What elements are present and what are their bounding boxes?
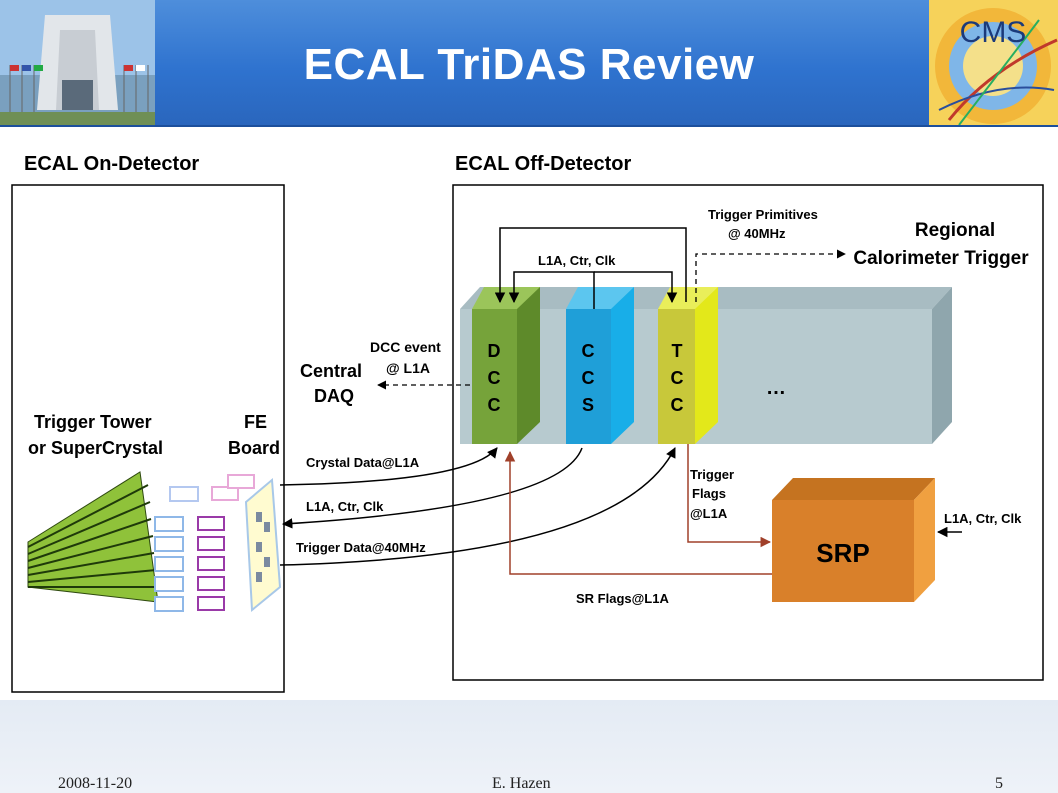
trigger-primitives-line2: @ 40MHz	[728, 226, 786, 241]
central-daq-line2: DAQ	[314, 386, 354, 406]
dcc-letter-3: C	[488, 395, 501, 415]
fe-control-label: L1A, Ctr, Clk	[306, 499, 384, 514]
srp-label: SRP	[816, 538, 869, 568]
trigger-data-label: Trigger Data@40MHz	[296, 540, 426, 555]
ccs-letter-2: C	[582, 368, 595, 388]
fe-control-arrow	[281, 447, 583, 529]
on-detector-box	[11, 184, 285, 693]
srp-box: SRP	[772, 478, 935, 602]
fe-board-line2: Board	[228, 438, 280, 458]
cms-logo: CMS	[929, 0, 1058, 125]
off-detector-label: ECAL Off-Detector	[455, 153, 632, 175]
slide-title: ECAL TriDAS Review	[303, 40, 755, 89]
svg-text:CMS: CMS	[960, 16, 1027, 49]
dcc-event-line1: DCC event	[370, 339, 441, 355]
building-photo	[0, 0, 155, 125]
trigger-primitives-arrow	[695, 249, 846, 302]
tcc-letter-3: C	[671, 395, 684, 415]
crate-side	[932, 287, 952, 444]
diagram-area: ECAL On-Detector ECAL Off-Detector D C C…	[0, 125, 1058, 702]
trigger-tower-graphic	[27, 471, 282, 613]
dcc-letter-2: C	[488, 368, 501, 388]
trigger-primitives-line1: Trigger Primitives	[708, 207, 818, 222]
dcc-module: D C C	[472, 287, 540, 444]
crystal-data-label: Crystal Data@L1A	[306, 455, 420, 470]
trigger-flags-line1: Trigger	[690, 467, 734, 482]
footer-page-number: 5	[995, 775, 1003, 792]
sr-flags-label: SR Flags@L1A	[576, 591, 669, 606]
crate-bus-lines	[494, 227, 687, 309]
sr-flags-arrow	[504, 450, 772, 575]
trigger-tower-line1: Trigger Tower	[34, 412, 152, 432]
footer-band	[0, 700, 1058, 793]
ccs-letter-3: S	[582, 395, 594, 415]
footer-author: E. Hazen	[492, 775, 551, 792]
slide-header	[0, 0, 1058, 125]
dcc-letter-1: D	[488, 341, 501, 361]
fe-board-line1: FE	[244, 412, 267, 432]
tcc-letter-2: C	[671, 368, 684, 388]
tcc-letter-1: T	[672, 341, 683, 361]
fe-links	[279, 447, 676, 566]
trigger-flags-line2: Flags	[692, 486, 726, 501]
tcc-module: T C C	[658, 287, 718, 444]
srp-input-label: L1A, Ctr, Clk	[944, 511, 1022, 526]
more-modules-ellipsis: …	[766, 377, 786, 399]
ccs-letter-1: C	[582, 341, 595, 361]
regional-trigger-line1: Regional	[915, 220, 995, 241]
trigger-data-arrow	[279, 447, 676, 566]
crate-bus-label: L1A, Ctr, Clk	[538, 253, 616, 268]
central-daq-line1: Central	[300, 361, 362, 381]
footer-date: 2008-11-20	[58, 775, 133, 792]
trigger-flags-line3: @L1A	[690, 506, 728, 521]
crystal-data-arrow	[279, 447, 498, 486]
ccs-module: C C S	[566, 287, 634, 444]
trigger-tower-line2: or SuperCrystal	[28, 438, 163, 458]
dcc-event-line2: @ L1A	[386, 360, 430, 376]
ecal-block-diagram: ECAL On-Detector ECAL Off-Detector D C C…	[11, 153, 1044, 693]
trigger-flags-arrow	[687, 444, 772, 548]
on-detector-label: ECAL On-Detector	[24, 153, 199, 175]
regional-trigger-line2: Calorimeter Trigger	[853, 248, 1029, 269]
